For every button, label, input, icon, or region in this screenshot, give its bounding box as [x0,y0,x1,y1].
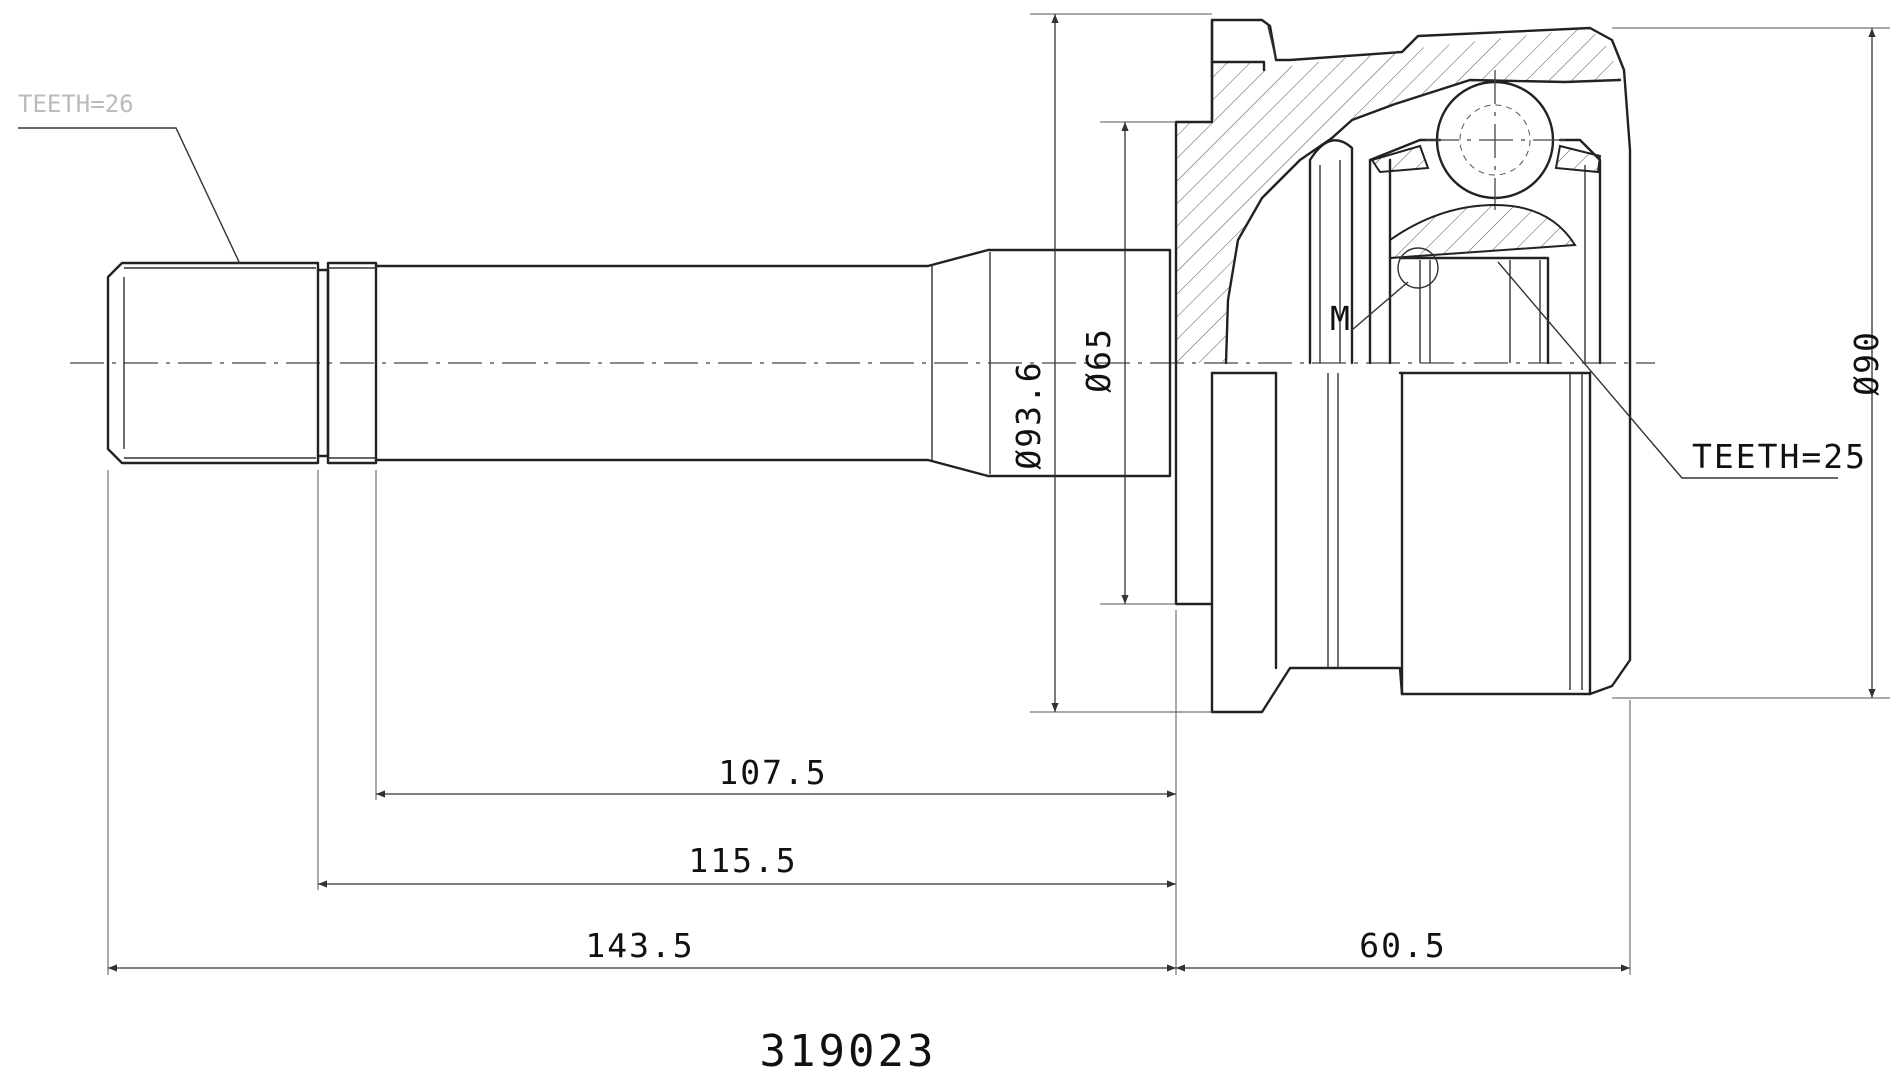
dim-text-d65: Ø65 [1079,327,1118,393]
dim-text-60-5: 60.5 [1359,926,1446,965]
outer-race-housing [1174,18,1632,365]
label-teeth-left: TEETH=26 [18,90,134,118]
dimension-lines [108,14,1876,972]
joint-internals [1308,70,1602,365]
label-m-marker: M [1330,299,1352,338]
dim-text-115-5: 115.5 [688,841,797,880]
dim-text-107-5: 107.5 [718,753,827,792]
m-detail-circle [1397,247,1439,289]
dim-text-143-5: 143.5 [585,926,694,965]
label-teeth-right: TEETH=25 [1692,437,1867,476]
extension-lines [107,13,1890,975]
dim-text-d90: Ø90 [1847,330,1886,396]
part-number: 319023 [760,1026,937,1077]
leader-lines [18,127,1838,479]
drive-shaft [106,248,1172,478]
housing-lower-view [1174,361,1632,714]
dim-text-d93-6: Ø93.6 [1009,360,1048,469]
